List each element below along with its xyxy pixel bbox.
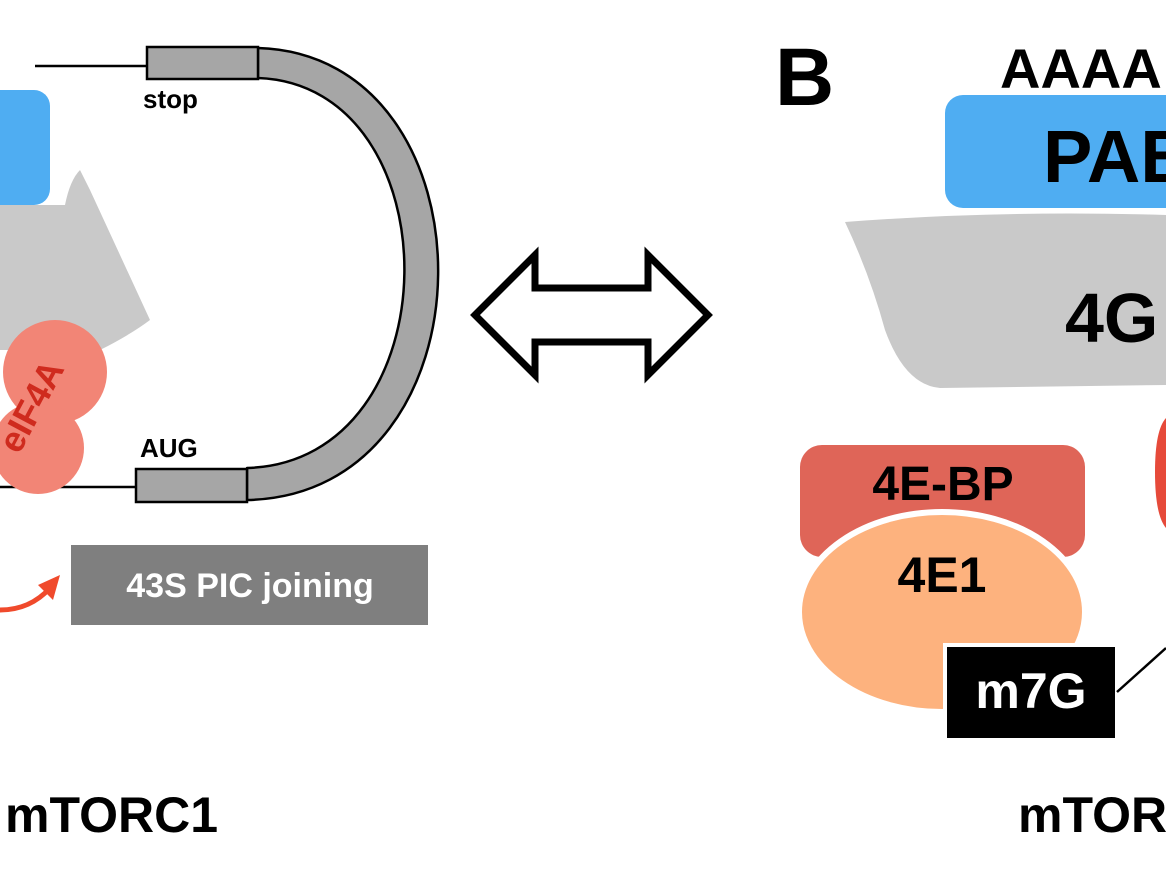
mrna-coding-arc (245, 46, 440, 502)
poly-a-label: AAAA (1000, 37, 1162, 100)
pic-recruitment-arrowhead (38, 575, 60, 600)
eif4a-partial-b (1155, 418, 1166, 528)
pic-joining-label: 43S PIC joining (126, 567, 373, 605)
panel-b-letter: B (775, 32, 834, 123)
cap-mrna-line (1116, 647, 1166, 693)
double-headed-arrow-icon (470, 246, 713, 384)
eif4g-shape-b (845, 213, 1166, 388)
pabp-box (0, 90, 50, 205)
panel-a-condition-label: mTORC1 (5, 787, 218, 843)
aug-label: AUG (140, 433, 198, 463)
stop-codon-box (145, 45, 260, 81)
panel-b-condition-label: mTOR (1018, 787, 1166, 843)
aug-codon-box (134, 467, 249, 504)
panel-b: B AAAA PAB 4G 4E-BP 4E1 m7G mTOR (775, 32, 1166, 843)
eif4a-helicase: eIF4A (0, 320, 107, 494)
panel-a: stop AUG eIF4A 43S PIC joining mTORC1 (0, 45, 440, 843)
stop-label: stop (143, 84, 198, 114)
pic-recruitment-arrow (0, 585, 53, 613)
eif4g-label: 4G (1065, 279, 1158, 357)
4e-bp-label: 4E-BP (872, 458, 1013, 511)
pabp-box-b (945, 95, 1166, 208)
m7g-cap-box (943, 643, 1119, 742)
eif4e-label: 4E1 (898, 547, 987, 603)
m7g-label: m7G (975, 663, 1086, 719)
pic-joining-box (71, 545, 428, 625)
pabp-label: PAB (1043, 115, 1166, 198)
eif4g-shape (0, 170, 150, 350)
